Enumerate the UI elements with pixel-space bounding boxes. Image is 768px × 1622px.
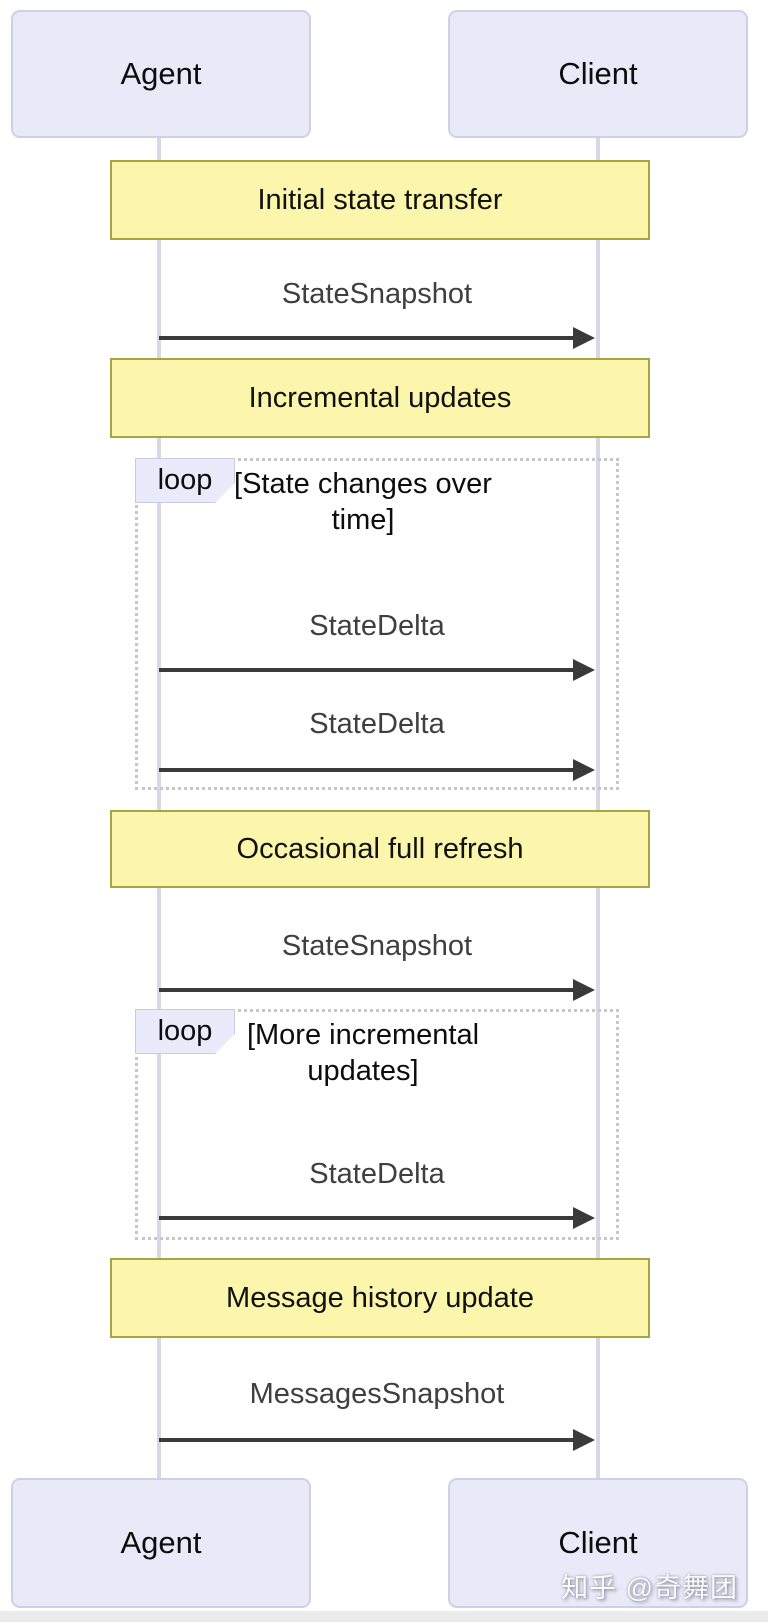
arrowhead-icon — [573, 759, 595, 781]
message-arrow-statedelta-3 — [159, 1206, 595, 1230]
note-label: Occasional full refresh — [236, 832, 524, 865]
arrow-shaft — [159, 768, 577, 772]
loop-keyword-badge: loop — [135, 458, 235, 503]
actor-bottom-client: Client — [448, 1478, 748, 1608]
message-label-statedelta-3: StateDelta — [309, 1158, 445, 1190]
arrow-shaft — [159, 1216, 577, 1220]
arrowhead-icon — [573, 1207, 595, 1229]
lifeline-agent — [157, 137, 161, 1480]
arrowhead-icon — [573, 327, 595, 349]
bottom-edge-strip — [0, 1611, 768, 1622]
message-arrow-statesnapshot-1 — [159, 326, 595, 350]
note-label: Initial state transfer — [257, 183, 503, 216]
note-occasional-full-refresh: Occasional full refresh — [110, 810, 650, 888]
zhihu-watermark: 知乎 @奇舞团 — [561, 1573, 738, 1603]
loop-keyword: loop — [157, 1015, 213, 1047]
message-label-statesnapshot-1: StateSnapshot — [281, 278, 473, 310]
loop-frame-state-changes: loop [State changes over time] — [135, 458, 619, 790]
message-label-statedelta-2: StateDelta — [309, 708, 445, 740]
actor-label: Client — [558, 56, 638, 91]
arrow-shaft — [159, 336, 577, 340]
lifeline-client — [596, 137, 600, 1480]
message-arrow-statedelta-2 — [159, 758, 595, 782]
loop-frame-more-incremental: loop [More incremental updates] — [135, 1009, 619, 1240]
actor-label: Agent — [120, 1525, 202, 1560]
message-arrow-statedelta-1 — [159, 658, 595, 682]
message-label-messagessnapshot: MessagesSnapshot — [249, 1378, 505, 1410]
actor-top-client: Client — [448, 10, 748, 138]
arrowhead-icon — [573, 659, 595, 681]
loop-keyword-badge: loop — [135, 1009, 235, 1054]
actor-top-agent: Agent — [11, 10, 311, 138]
arrow-shaft — [159, 988, 577, 992]
message-label-statesnapshot-2: StateSnapshot — [281, 930, 473, 962]
loop-condition: [More incremental updates] — [246, 1019, 480, 1087]
actor-label: Client — [558, 1525, 638, 1560]
loop-keyword: loop — [157, 464, 213, 496]
arrow-shaft — [159, 1438, 577, 1442]
note-incremental-updates: Incremental updates — [110, 358, 650, 438]
note-label: Incremental updates — [248, 381, 512, 414]
message-label-statedelta-1: StateDelta — [309, 610, 445, 642]
actor-label: Agent — [120, 56, 202, 91]
note-label: Message history update — [226, 1281, 534, 1314]
message-arrow-messagessnapshot — [159, 1428, 595, 1452]
message-arrow-statesnapshot-2 — [159, 978, 595, 1002]
note-initial-state-transfer: Initial state transfer — [110, 160, 650, 240]
arrow-shaft — [159, 668, 577, 672]
actor-bottom-agent: Agent — [11, 1478, 311, 1608]
arrowhead-icon — [573, 1429, 595, 1451]
note-message-history-update: Message history update — [110, 1258, 650, 1338]
loop-condition: [State changes over time] — [234, 468, 492, 536]
arrowhead-icon — [573, 979, 595, 1001]
